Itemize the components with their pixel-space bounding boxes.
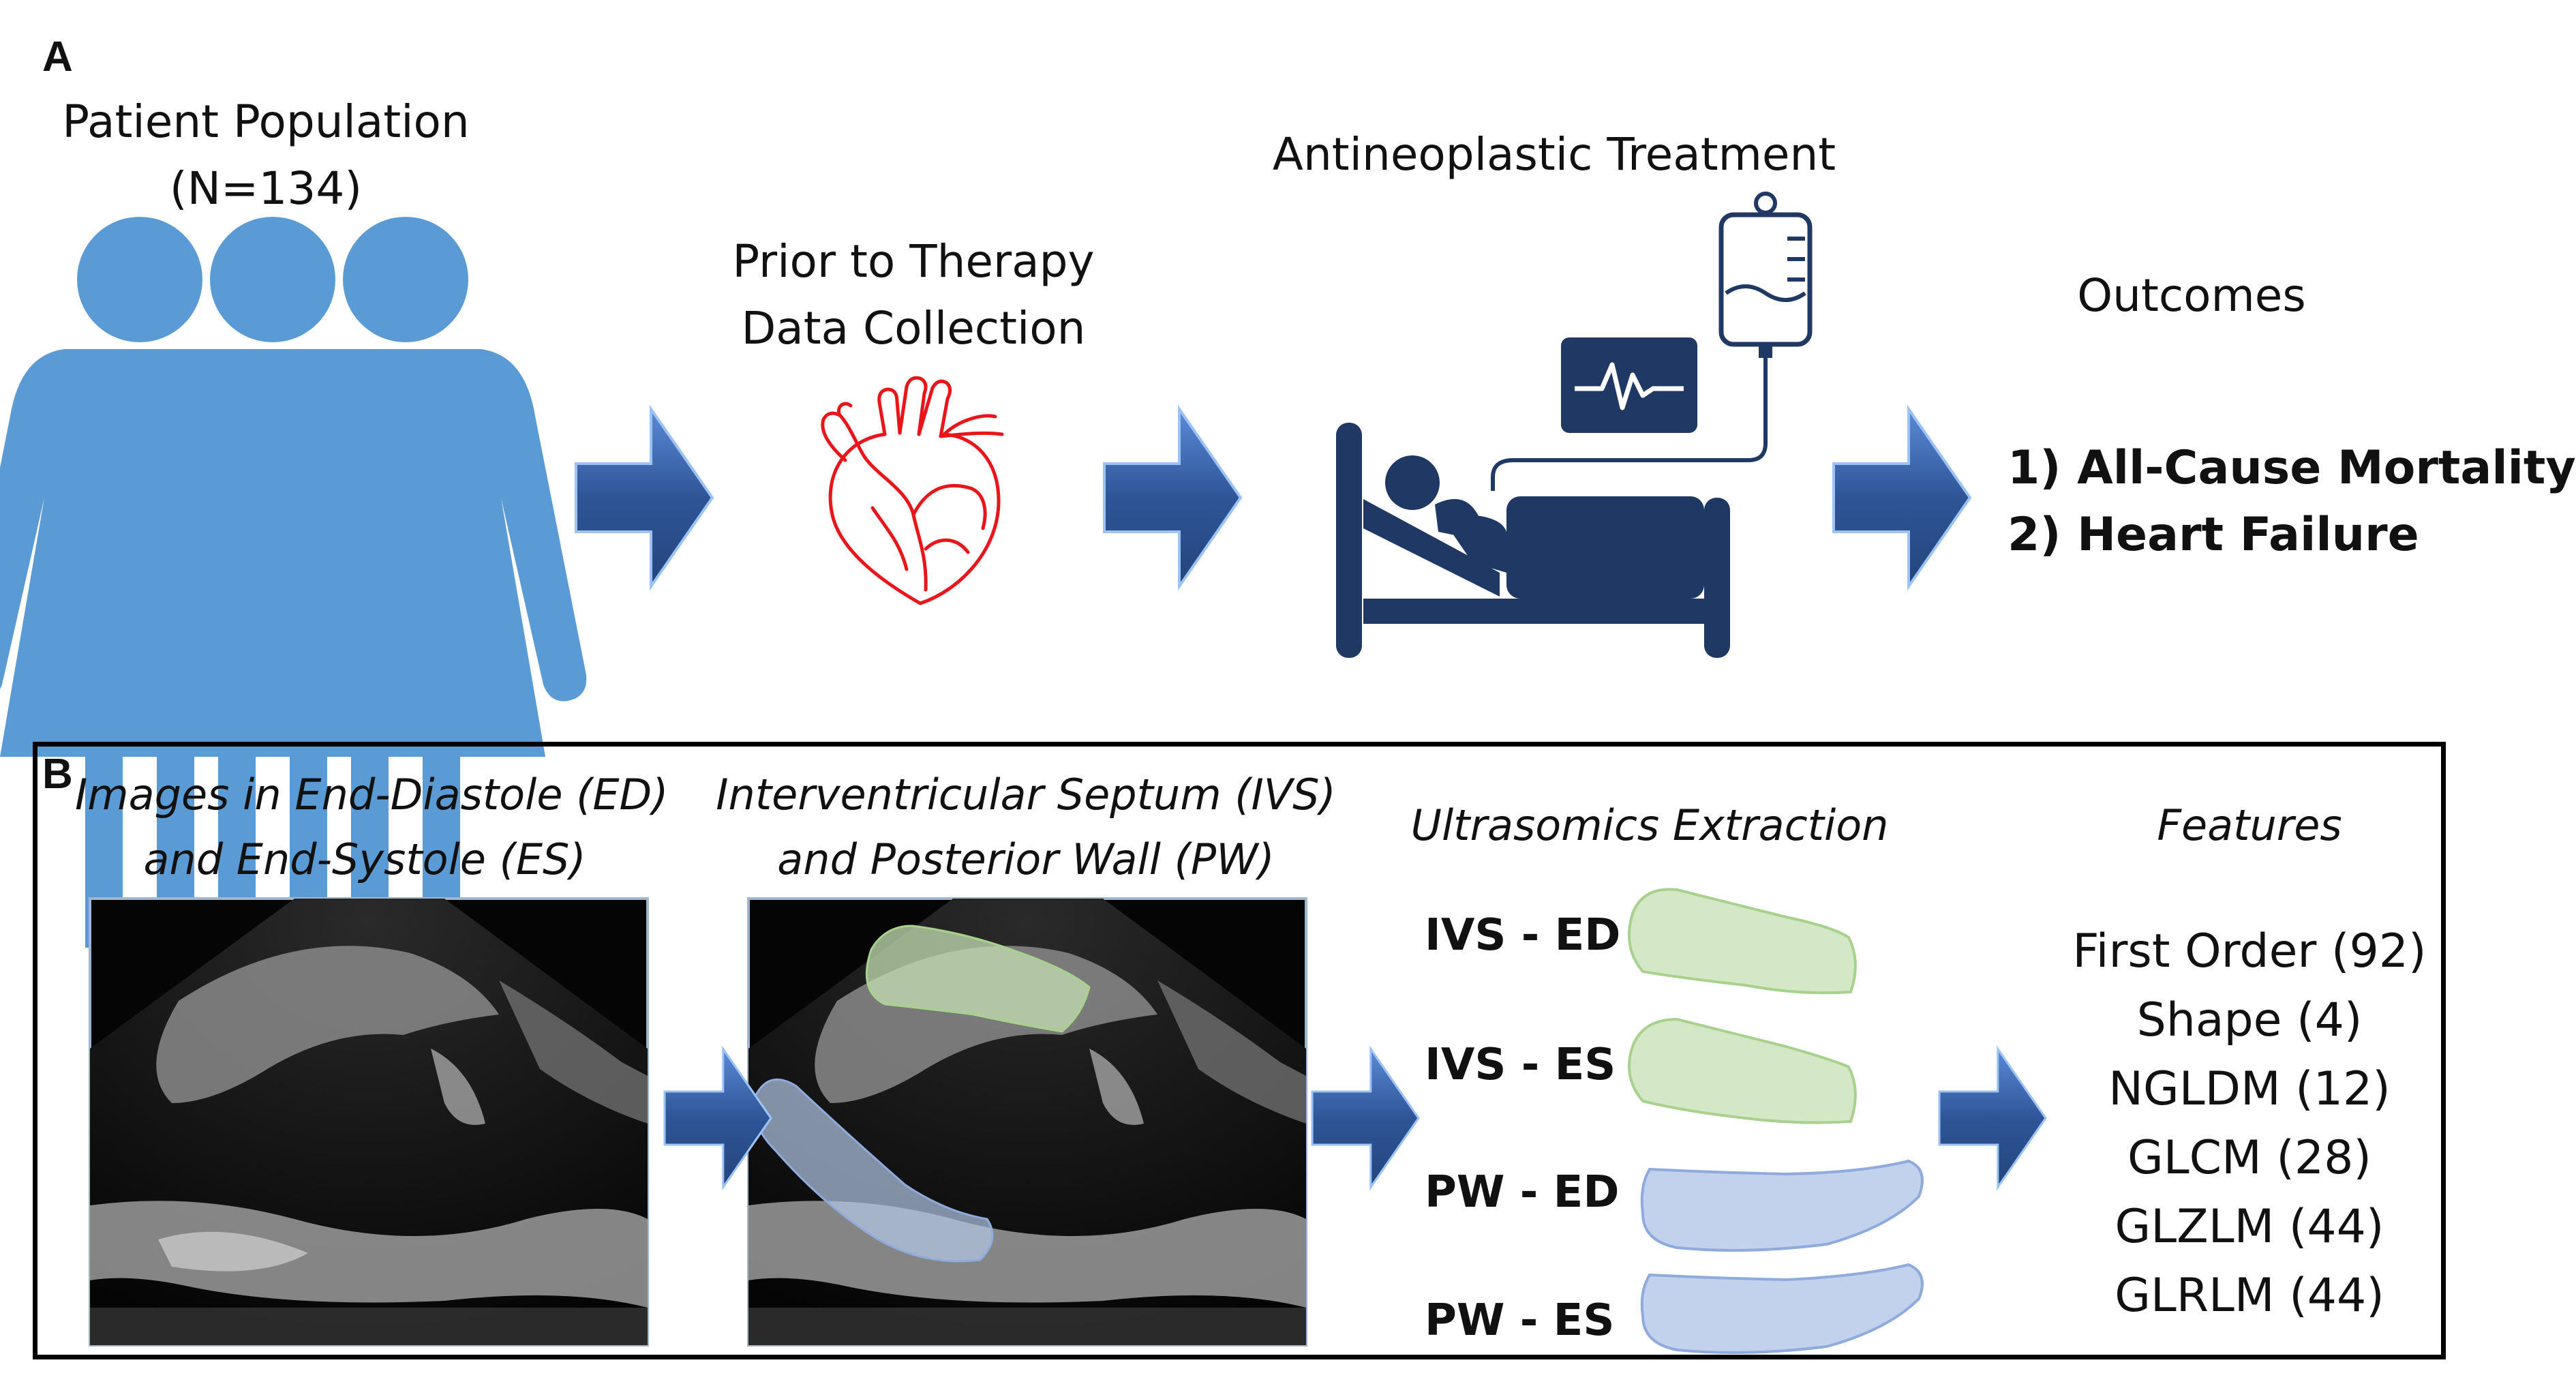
panel-a-letter: A: [42, 33, 73, 80]
roi-label-pw-ed: PW - ED: [1425, 1167, 1620, 1218]
feature-item: NGLDM (12): [2108, 1062, 2391, 1116]
feature-item: First Order (92): [2072, 924, 2427, 978]
images-caption: Images in End-Diastole (ED) and End-Syst…: [75, 762, 669, 892]
segmentation-caption-text: Interventricular Septum (IVS) and Poster…: [709, 762, 1343, 892]
prior-label: Prior to Therapy Data Collection: [695, 228, 1132, 362]
prior-title: Prior to Therapy: [732, 235, 1095, 288]
roi-label-pw-es: PW - ES: [1425, 1295, 1615, 1346]
monitor-icon: [1561, 337, 1697, 433]
pw-es-shape: [1640, 1263, 1924, 1354]
feature-item: GLRLM (44): [2115, 1269, 2384, 1323]
echo-image-raw: [89, 897, 649, 1347]
panel-b-frame: [33, 742, 2446, 1359]
ivs-overlay: [865, 924, 1091, 1033]
feature-item: Shape (4): [2136, 993, 2363, 1047]
panel-b-letter: B: [42, 751, 73, 798]
roi-label-ivs-es: IVS - ES: [1425, 1040, 1616, 1090]
segmentation-caption-line2: and Posterior Wall (PW): [777, 834, 1275, 884]
outcomes-list: 1) All-Cause Mortality 2) Heart Failure: [2007, 435, 2576, 569]
outcomes-title: Outcomes: [2077, 269, 2306, 322]
feature-item: GLCM (28): [2127, 1131, 2372, 1185]
images-caption-line2: and End-Systole (ES): [143, 834, 586, 884]
hospital-bed-icon: [1336, 192, 1813, 658]
population-label: Patient Population (N=134): [27, 89, 504, 222]
prior-subtitle: Data Collection: [741, 302, 1086, 355]
features-list: First Order (92) Shape (4) NGLDM (12) GL…: [2059, 917, 2440, 1330]
pw-overlay: [753, 1078, 994, 1263]
ivs-es-shape: [1628, 1017, 1857, 1124]
population-title: Patient Population: [62, 95, 470, 148]
population-count: (N=134): [169, 162, 363, 215]
extraction-caption: Ultrasomics Extraction: [1410, 800, 1889, 850]
images-caption-line1: Images in End-Diastole (ED): [75, 770, 669, 819]
ivs-ed-shape: [1628, 888, 1857, 995]
features-title: Features: [2157, 800, 2342, 850]
outcome-item: 1) All-Cause Mortality: [2007, 441, 2576, 495]
roi-label-ivs-ed: IVS - ED: [1425, 910, 1621, 961]
iv-bag-icon: [1491, 192, 1813, 491]
feature-item: GLZLM (44): [2115, 1200, 2384, 1254]
treatment-label: Antineoplastic Treatment: [1272, 128, 1836, 181]
outcome-item: 2) Heart Failure: [2007, 508, 2419, 562]
segmentation-caption-line1: Interventricular Septum (IVS): [716, 770, 1336, 819]
echo-image-segmented: [747, 897, 1307, 1347]
heart-icon: [821, 376, 1004, 605]
pw-ed-shape: [1640, 1159, 1924, 1252]
